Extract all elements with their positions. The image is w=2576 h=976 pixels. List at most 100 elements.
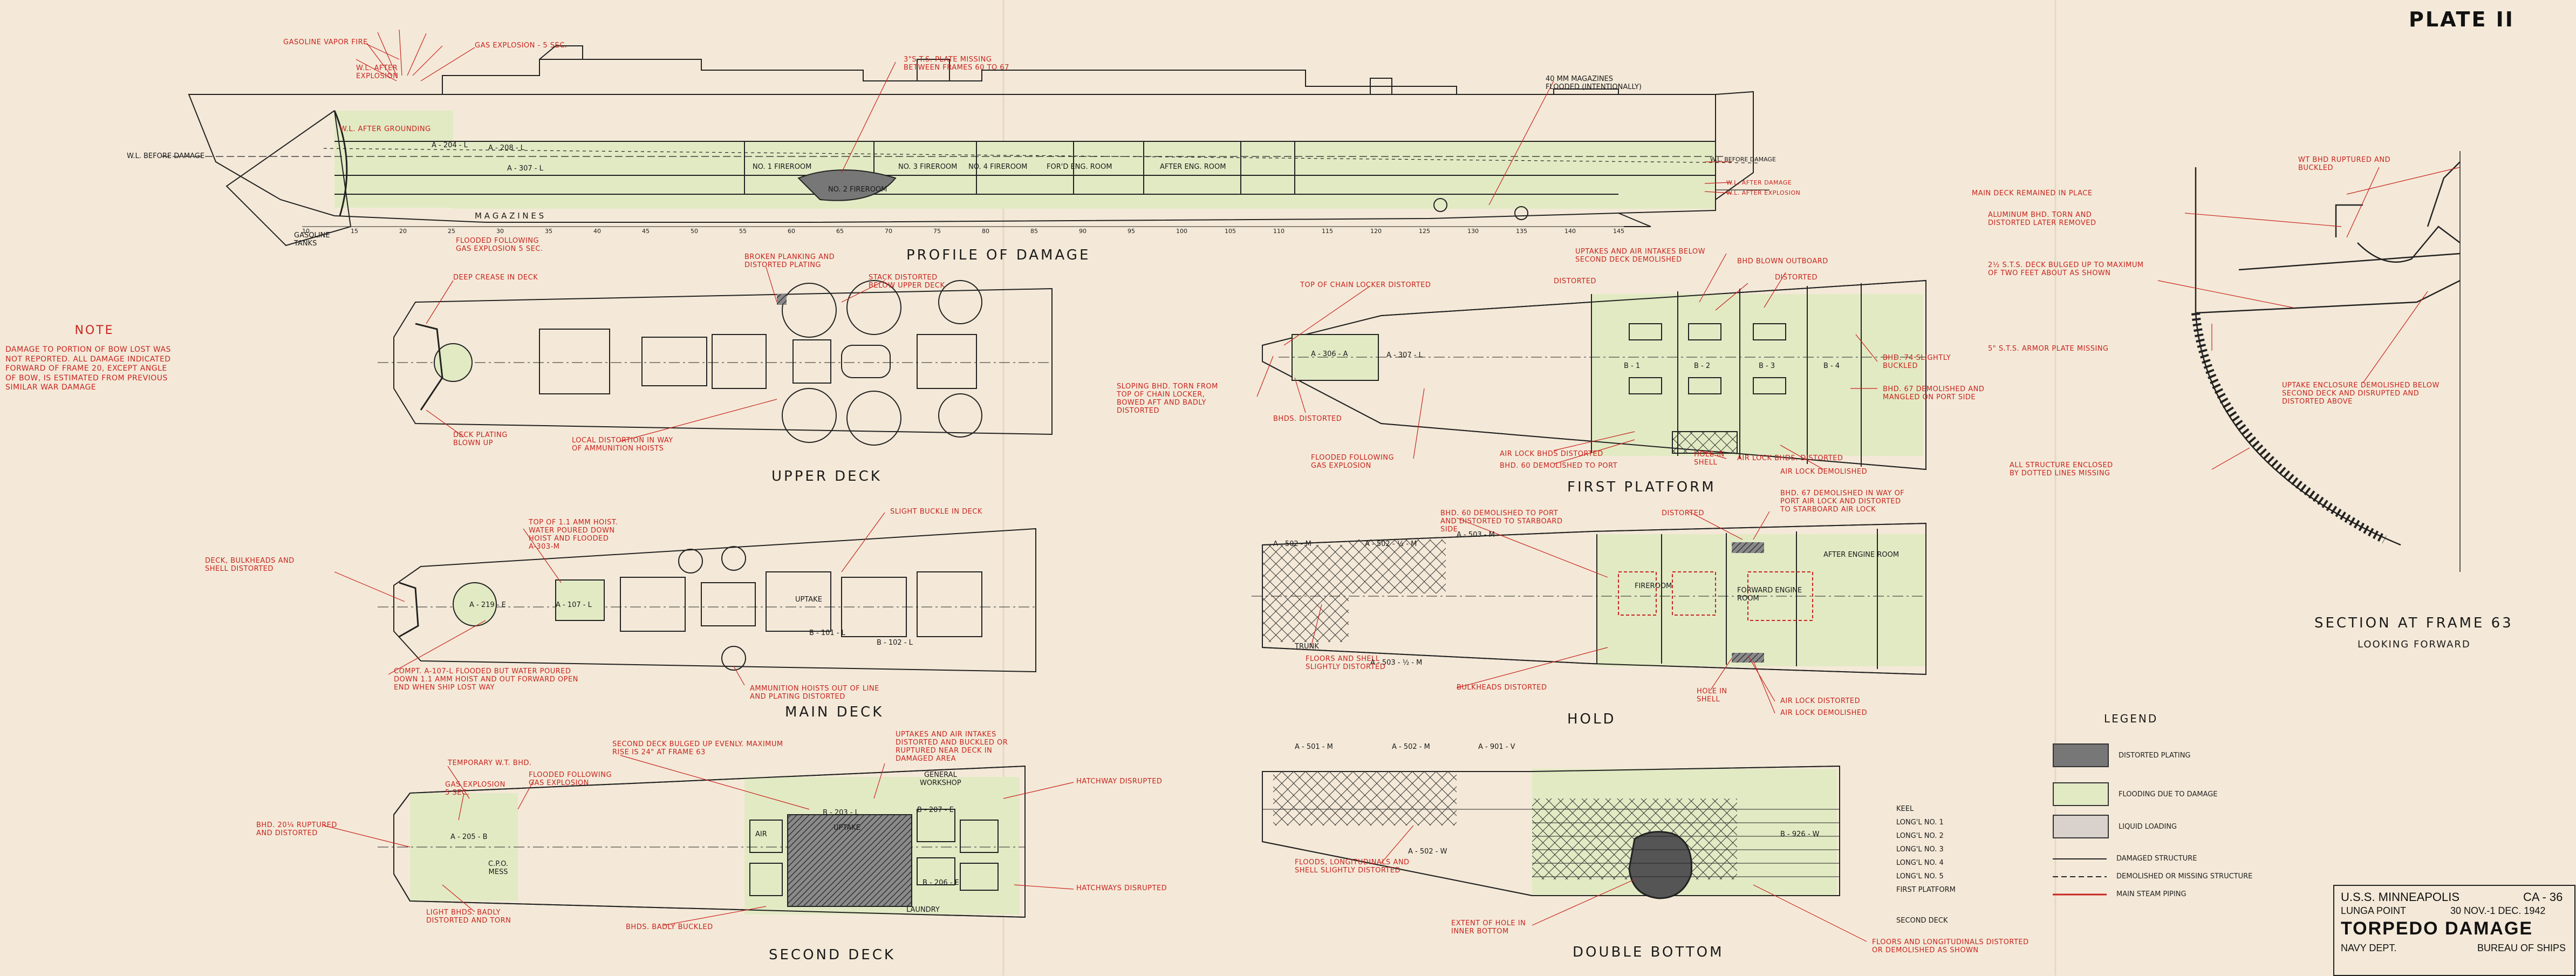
main-label-b101: B - 101 - L <box>809 629 845 637</box>
hold-label-trunk: TRUNK <box>1295 643 1319 651</box>
db-label-second-deck: SECOND DECK <box>1896 917 1948 925</box>
frame-number: 70 <box>885 228 892 235</box>
main-label-a219: A - 219 - E <box>469 601 506 609</box>
first-label-bhd60: BHD. 60 DEMOLISHED TO PORT <box>1500 462 1618 470</box>
frame-number: 45 <box>642 228 650 235</box>
second-deck-plan <box>323 755 1074 926</box>
first-label-a307: A - 307 - L <box>1386 351 1423 359</box>
frame-number: 100 <box>1176 228 1187 235</box>
legend-item-liquid: LIQUID LOADING <box>2053 815 2177 838</box>
frame-number: 95 <box>1128 228 1135 235</box>
upper-deck-plan <box>378 267 1053 446</box>
first-label-distorted-2: DISTORTED <box>1775 274 1818 282</box>
legend-item-distorted: DISTORTED PLATING <box>2053 743 2191 767</box>
profile-label-a208: A - 208 - L <box>488 144 524 152</box>
second-label-bulged: SECOND DECK BULGED UP EVENLY. MAXIMUM RI… <box>612 740 783 756</box>
main-label-top-hoist: TOP OF 1.1 AMM HOIST. WATER POURED DOWN … <box>529 518 618 551</box>
frame-number: 25 <box>448 228 455 235</box>
note-body: DAMAGE TO PORTION OF BOW LOST WAS NOT RE… <box>5 345 171 392</box>
legend-item-flooding: FLOODING DUE TO DAMAGE <box>2053 782 2218 806</box>
title-dept: NAVY DEPT. <box>2341 943 2397 953</box>
frame-number: 125 <box>1419 228 1430 235</box>
note-title: NOTE <box>74 323 114 337</box>
legend-swatch-liquid <box>2053 815 2109 838</box>
profile-label-no2-fireroom: NO. 2 FIREROOM <box>828 186 887 194</box>
db-label-floors-long: FLOORS AND LONGITUDINALS DISTORTED OR DE… <box>1872 938 2029 954</box>
first-label-b1: B - 1 <box>1624 362 1641 370</box>
first-label-bhd67: BHD. 67 DEMOLISHED AND MANGLED ON PORT S… <box>1883 385 1985 401</box>
first-label-distorted-1: DISTORTED <box>1554 277 1597 285</box>
hold-label-fwd-eng: FORWARD ENGINE ROOM <box>1737 586 1802 603</box>
main-label-ammo-hoists: AMMUNITION HOISTS OUT OF LINE AND PLATIN… <box>750 685 879 701</box>
profile-label-magazines: M A G A Z I N E S <box>475 211 544 221</box>
note: NOTE DAMAGE TO PORTION OF BOW LOST WAS N… <box>5 316 183 401</box>
first-label-hole: HOLE IN SHELL <box>1694 451 1725 467</box>
frame-number: 10 <box>302 228 310 235</box>
profile-label-gas-vapor: GASOLINE VAPOR FIRE <box>283 38 368 46</box>
db-label-a501: A - 501 - M <box>1295 743 1333 751</box>
profile-label-40mm-magazines: 40 MM MAGAZINES FLOODED (INTENTIONALLY) <box>1546 75 1642 91</box>
caption-main-deck: MAIN DECK <box>785 704 884 720</box>
upper-label-deck-plating: DECK PLATING BLOWN UP <box>453 431 508 447</box>
upper-label-broken-planking: BROKEN PLANKING AND DISTORTED PLATING <box>744 253 835 269</box>
title-bureau: BUREAU OF SHIPS <box>2477 943 2566 953</box>
frame-number: 145 <box>1613 228 1624 235</box>
legend-line-samples <box>2053 858 2107 896</box>
upper-label-stack: STACK DISTORTED BELOW UPPER DECK <box>869 274 945 290</box>
caption-section: SECTION AT FRAME 63 <box>2314 615 2513 631</box>
profile-label-a204: A - 204 - L <box>432 141 468 149</box>
first-label-uptakes: UPTAKES AND AIR INTAKES BELOW SECOND DEC… <box>1575 248 1705 264</box>
section-frame-63 <box>2157 151 2461 572</box>
profile-label-wl-after-grounding: W.L. AFTER GROUNDING <box>340 125 431 133</box>
frame-number: 85 <box>1030 228 1038 235</box>
profile-label-wl-before-damage-aft: W.L. BEFORE DAMAGE <box>1710 156 1776 163</box>
profile-label-wl-after-damage: W.L. AFTER DAMAGE <box>1726 179 1792 186</box>
frame-number: 15 <box>351 228 358 235</box>
second-label-laundry: LAUNDRY <box>906 906 940 914</box>
second-label-flooded: FLOODED FOLLOWING GAS EXPLOSION <box>529 771 612 787</box>
second-label-workshop: GENERAL WORKSHOP <box>920 771 961 787</box>
hold-label-floors: FLOORS AND SHELL SLIGHTLY DISTORTED <box>1306 655 1386 671</box>
db-label-long3: LONG'L NO. 3 <box>1896 845 1944 854</box>
profile-label-wl-before-damage: W.L. BEFORE DAMAGE <box>127 152 205 160</box>
second-label-bhds-buckled: BHDS. BADLY BUCKLED <box>626 923 713 931</box>
profile-of-damage <box>162 29 1769 247</box>
hold-label-a503m: A - 503 - M <box>1457 531 1495 539</box>
db-label-b926: B - 926 - W <box>1780 830 1820 838</box>
db-label-a502: A - 502 - M <box>1392 743 1430 751</box>
hold-label-bhd67: BHD. 67 DEMOLISHED IN WAY OF PORT AIR LO… <box>1780 489 1905 514</box>
hold-label-bulkheads: BULKHEADS DISTORTED <box>1457 684 1547 692</box>
frame-number: 120 <box>1370 228 1382 235</box>
second-label-air: AIR <box>755 830 767 838</box>
profile-label-aft-eng-room: AFTER ENG. ROOM <box>1160 163 1226 171</box>
db-label-a901: A - 901 - V <box>1478 743 1515 751</box>
profile-label-wl-after-explosion-aft: W.L. AFTER EXPLOSION <box>1726 189 1801 196</box>
frame-number: 50 <box>691 228 698 235</box>
first-label-bhds-distorted: BHDS. DISTORTED <box>1273 415 1342 423</box>
upper-label-deep-crease: DEEP CREASE IN DECK <box>453 274 538 282</box>
section-label-armor: 5" S.T.S. ARMOR PLATE MISSING <box>1988 345 2109 353</box>
caption-upper-deck: UPPER DECK <box>771 468 882 484</box>
double-bottom-plan <box>1262 765 1867 942</box>
db-label-first-platform: FIRST PLATFORM <box>1896 886 1956 894</box>
second-label-b206: B - 206 - E <box>923 879 959 887</box>
caption-hold: HOLD <box>1567 711 1616 727</box>
frame-number: 20 <box>399 228 407 235</box>
db-label-a502w: A - 502 - W <box>1408 848 1447 856</box>
profile-label-plate-missing: 3"S.T.S. PLATE MISSING BETWEEN FRAMES 60… <box>904 56 1009 72</box>
first-label-b4: B - 4 <box>1823 362 1840 370</box>
plate-number: PLATE II <box>2409 8 2514 31</box>
main-label-compt: COMPT. A-107-L FLOODED BUT WATER POURED … <box>394 667 578 692</box>
second-label-b203: B - 203 - L <box>823 809 859 817</box>
second-label-bhd20: BHD. 20¼ RUPTURED AND DISTORTED <box>256 821 337 837</box>
first-label-bhd74: BHD. 74 SLIGHTLY BUCKLED <box>1883 354 1951 370</box>
first-label-airlock-distorted: AIR LOCK BHDS DISTORTED <box>1500 450 1603 458</box>
frame-number: 65 <box>836 228 844 235</box>
section-label-main-deck: MAIN DECK REMAINED IN PLACE <box>1972 189 2093 197</box>
hold-label-a503-half: A - 503 - ½ - M <box>1370 659 1423 667</box>
second-label-uptakes: UPTAKES AND AIR INTAKES DISTORTED AND BU… <box>896 731 1008 763</box>
legend-item-damaged-structure: DAMAGED STRUCTURE <box>2116 855 2197 863</box>
main-deck-plan <box>334 512 1036 686</box>
second-label-a205: A - 205 - B <box>450 833 488 841</box>
